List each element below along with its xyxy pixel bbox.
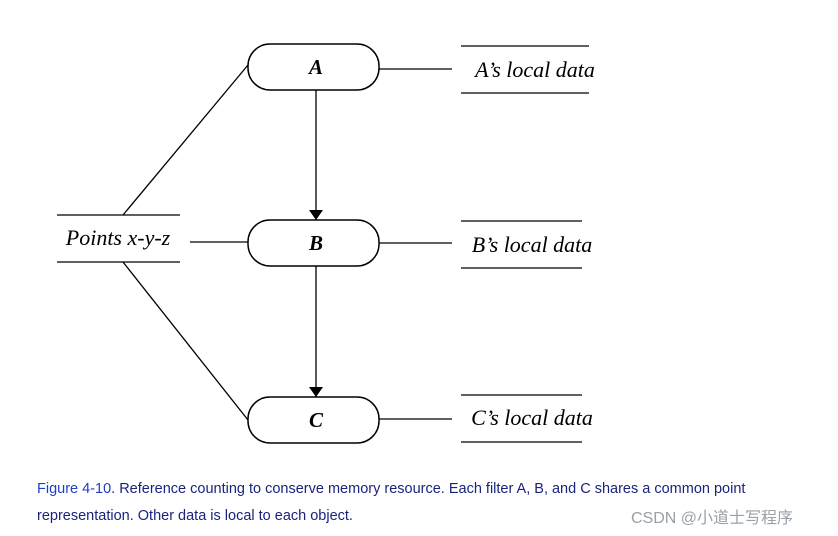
a-local-data-label: A’s local data xyxy=(473,57,595,82)
c-local-data-label: C’s local data xyxy=(471,405,593,430)
figure-caption: Figure 4-10. Reference counting to conse… xyxy=(37,476,807,530)
filter-a-node: A xyxy=(247,43,380,91)
figure-number: Figure 4-10 xyxy=(37,481,112,497)
points-store: Points x-y-z xyxy=(57,214,180,263)
caption-text: . Reference counting to conserve memory … xyxy=(37,481,746,524)
csdn-watermark: CSDN @小道士写程序 xyxy=(631,510,794,527)
connector-points-to-a xyxy=(122,64,249,216)
a-local-data-store: A’s local data xyxy=(461,45,595,94)
filter-a-shape xyxy=(247,43,380,91)
filter-b-label: B xyxy=(308,231,323,255)
filter-c-node: C xyxy=(247,396,380,444)
b-local-data-label: B’s local data xyxy=(472,232,593,257)
filter-c-label: C xyxy=(309,408,324,432)
b-local-data-store: B’s local data xyxy=(461,220,593,269)
connector-points-to-c xyxy=(122,261,249,421)
filter-b-node: B xyxy=(247,219,380,267)
filter-a-label: A xyxy=(307,55,323,79)
reference-counting-diagram: Points x-y-z A B C A’s local data B’s lo… xyxy=(57,43,595,444)
filter-c-shape xyxy=(247,396,380,444)
c-local-data-store: C’s local data xyxy=(461,394,593,443)
points-store-label: Points x-y-z xyxy=(65,225,171,250)
